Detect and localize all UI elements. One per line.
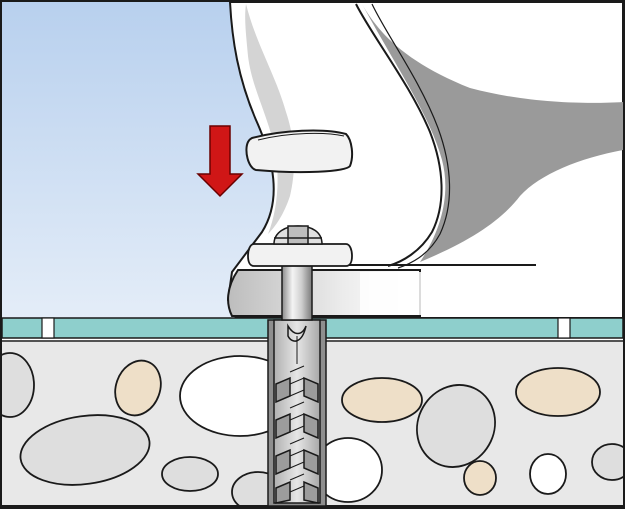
washer — [247, 243, 353, 267]
screw-shank — [281, 261, 313, 321]
wall-plug — [273, 319, 321, 504]
stone — [529, 453, 567, 495]
tile-joint-left — [41, 317, 55, 339]
stone — [515, 367, 601, 417]
stone — [591, 443, 623, 481]
stone — [463, 460, 497, 496]
toilet-bowl-inner-outline — [371, 3, 451, 269]
stone — [114, 359, 162, 417]
down-arrow-icon — [196, 125, 244, 198]
stone — [161, 456, 219, 492]
stone — [19, 414, 151, 486]
cover-cap-dome-edge — [257, 132, 345, 141]
tile-joint-right — [557, 317, 571, 339]
aggregate-stones — [2, 352, 623, 507]
toilet-shadow — [362, 4, 623, 262]
toilet-bowl-outline — [355, 3, 443, 267]
stone — [416, 384, 496, 468]
screw-head — [273, 225, 323, 245]
toilet-inner-highlight — [245, 4, 295, 234]
plug-fish-symbol — [287, 323, 307, 342]
plug-ribs — [275, 376, 319, 504]
cover-cap — [245, 129, 354, 174]
stone — [2, 352, 35, 418]
plug-thread — [289, 365, 305, 493]
stone — [341, 377, 423, 423]
flange-fade-cover — [360, 272, 430, 315]
